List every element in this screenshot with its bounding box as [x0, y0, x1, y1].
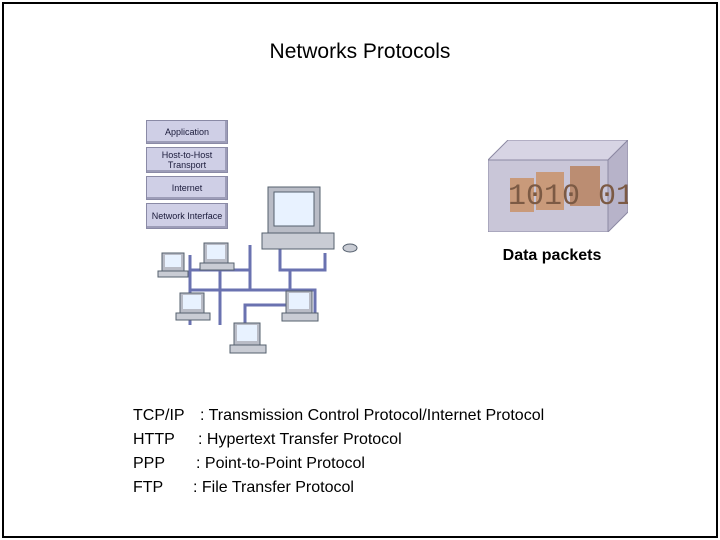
definition-abbr: FTP: [133, 479, 164, 496]
packet-tile: [536, 172, 564, 210]
definition-abbr: PPP: [133, 455, 166, 472]
computer-icon: [157, 252, 189, 278]
data-packets-label: Data packets: [502, 247, 602, 264]
computer-icon: [175, 292, 211, 321]
computer-icon: [199, 242, 235, 271]
definition-row: HTTP : Hypertext Transfer Protocol: [133, 428, 544, 452]
protocol-definitions: TCP/IP : Transmission Control Protocol/In…: [133, 404, 544, 500]
definition-text: : Transmission Control Protocol/Internet…: [200, 407, 545, 424]
definition-text: : Point-to-Point Protocol: [196, 455, 365, 472]
packet-tile: [570, 166, 600, 206]
definition-abbr: HTTP: [133, 431, 175, 448]
packet-tile: [510, 178, 534, 212]
title-text: Networks Protocols: [269, 40, 451, 63]
computer-icon: [229, 322, 267, 354]
definition-row: FTP : File Transfer Protocol: [133, 476, 544, 500]
layer-network-interface: Network Interface: [146, 203, 228, 229]
definition-abbr: TCP/IP: [133, 407, 185, 424]
page-title: Networks Protocols: [0, 40, 720, 64]
network-diagram: [157, 186, 358, 354]
layer-host-to-host-transport: Host-to-Host Transport: [146, 147, 228, 173]
definition-row: PPP : Point-to-Point Protocol: [133, 452, 544, 476]
data-packets-illustration: 1010 01: [488, 140, 628, 232]
definition-text: : Hypertext Transfer Protocol: [198, 431, 402, 448]
definition-text: : File Transfer Protocol: [193, 479, 354, 496]
layer-application: Application: [146, 120, 228, 144]
layer-internet: Internet: [146, 176, 228, 200]
main-computer-icon: [261, 186, 358, 253]
definition-row: TCP/IP : Transmission Control Protocol/In…: [133, 404, 544, 428]
protocol-layer-stack: Application Host-to-Host Transport Inter…: [146, 120, 228, 230]
computer-icon: [281, 290, 319, 322]
packet-digits: 1010 01: [508, 180, 628, 214]
